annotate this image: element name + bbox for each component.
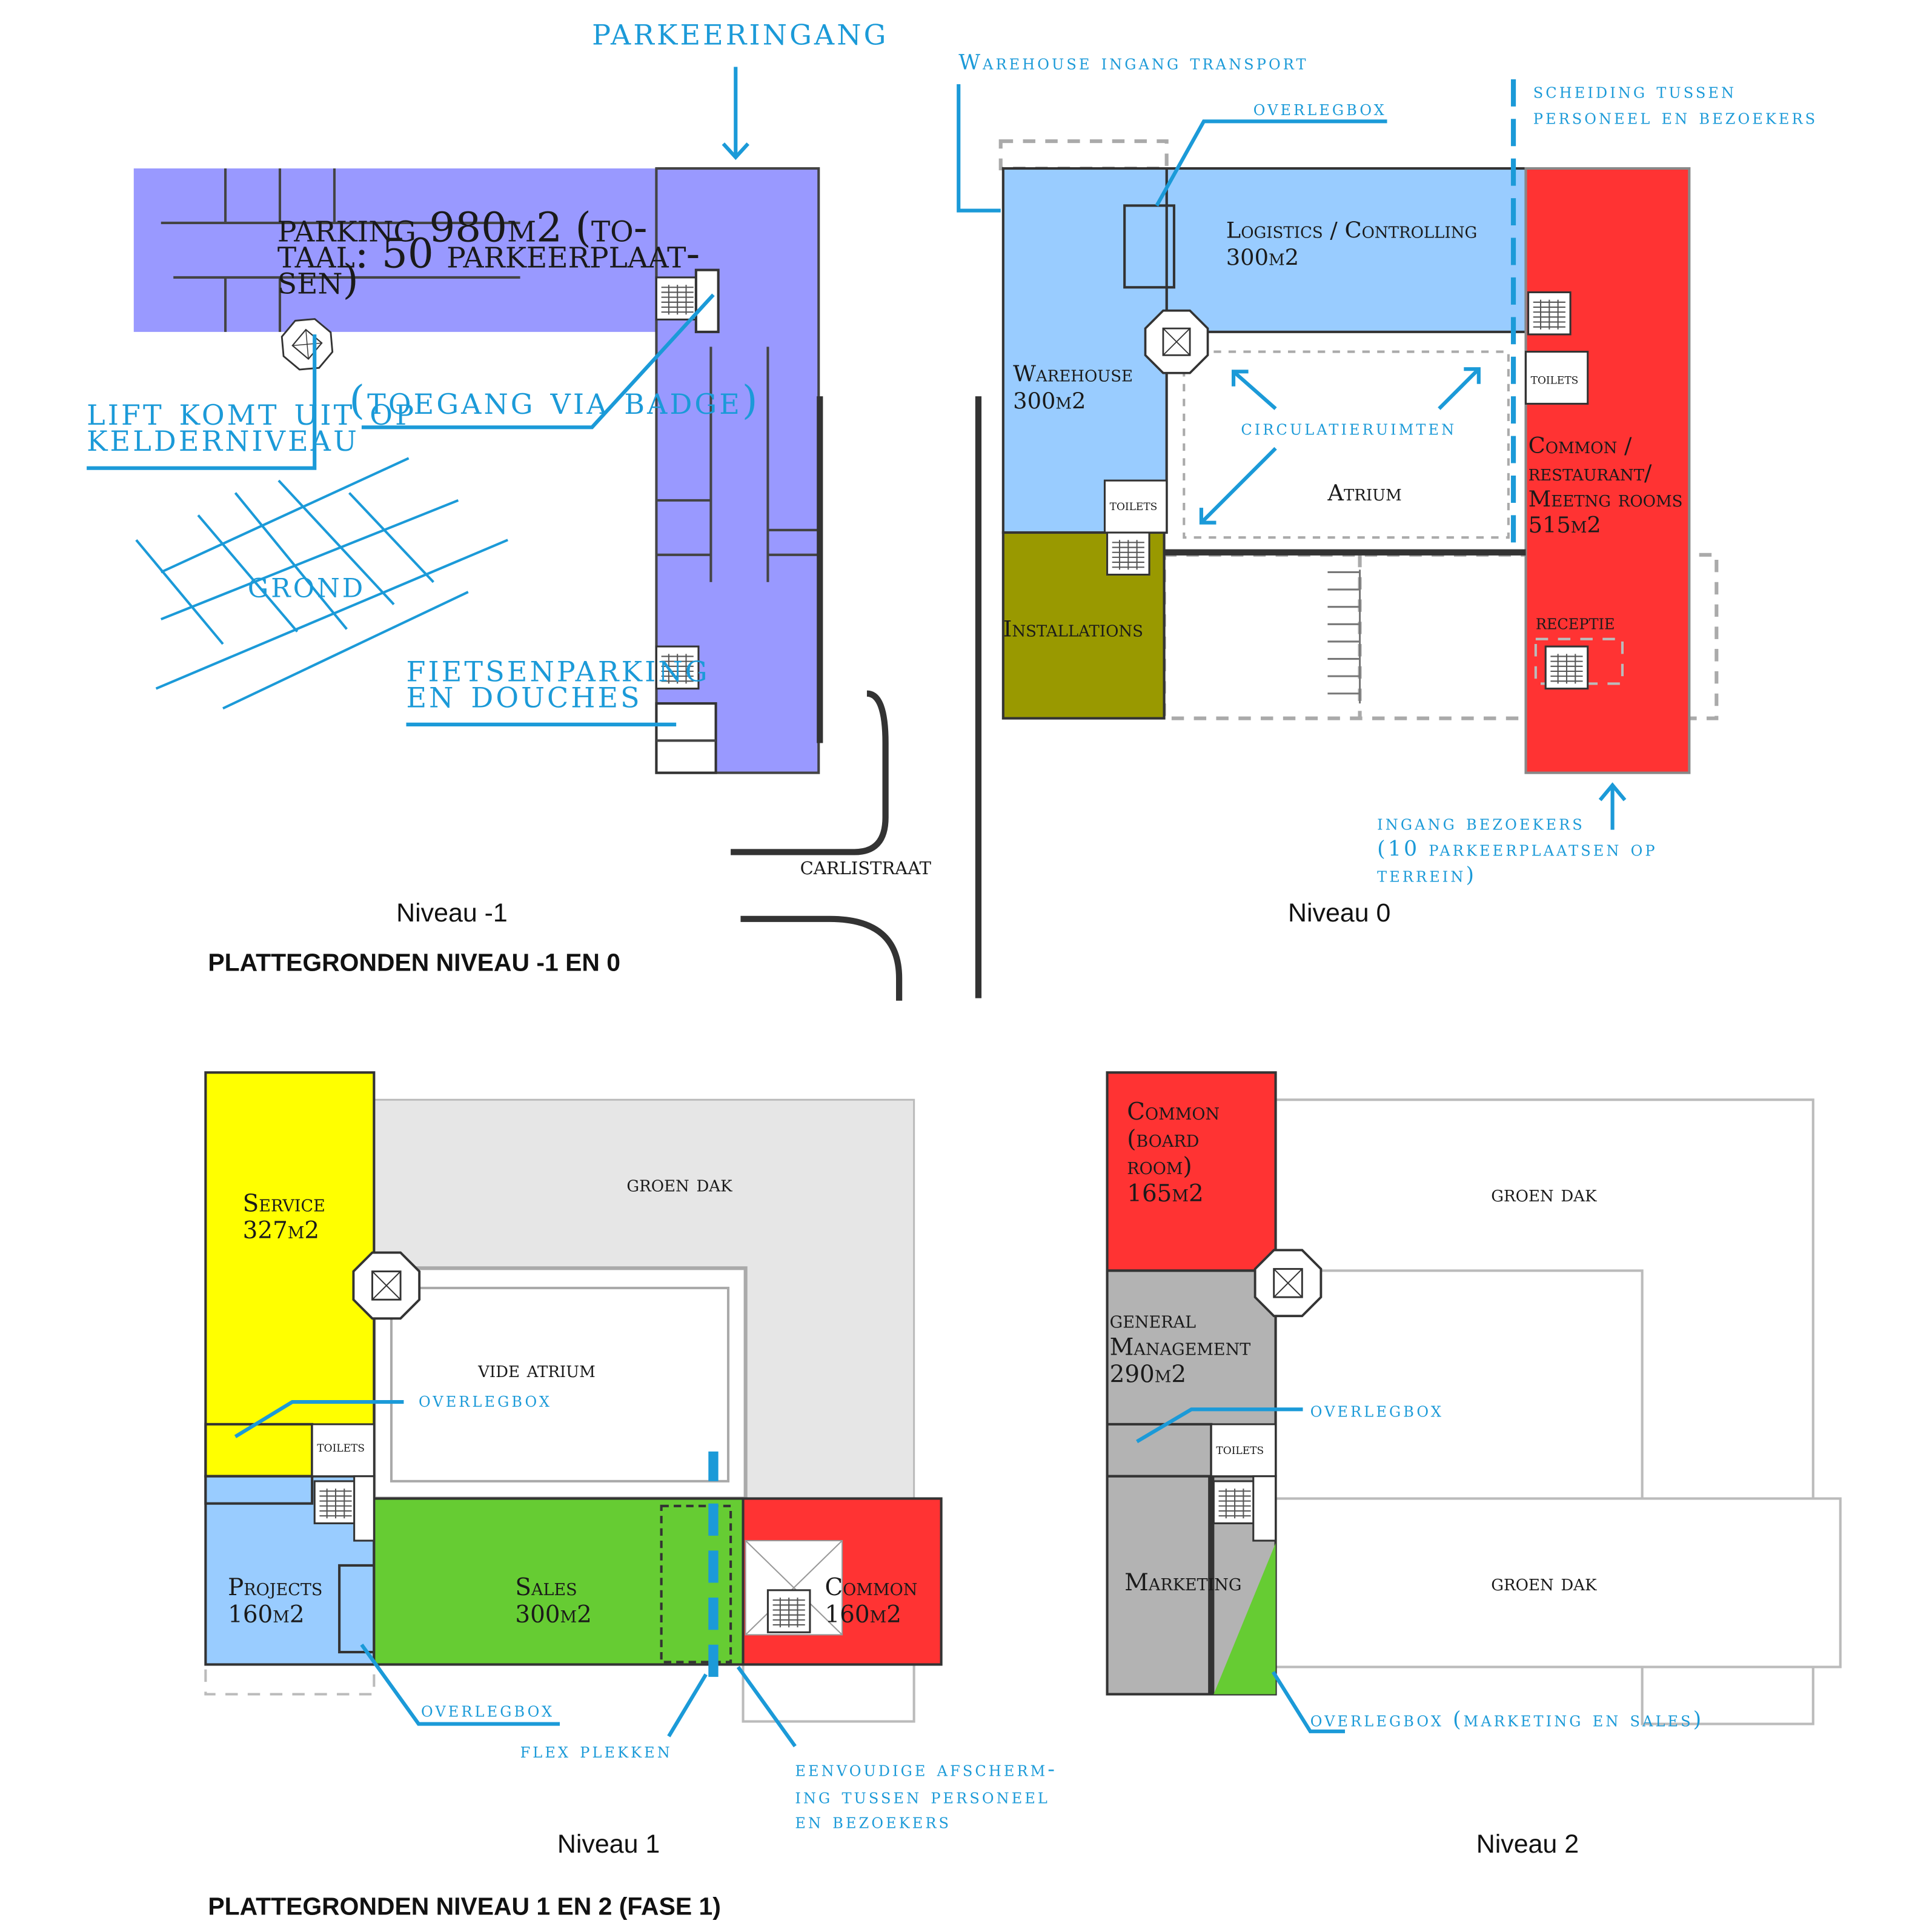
level-1-caption: Niveau 1 bbox=[557, 1830, 660, 1859]
level-0-caption: Niveau 0 bbox=[1288, 898, 1390, 928]
management-label-line1: general bbox=[1110, 1306, 1196, 1333]
bikes-annotation-line2: en douches bbox=[407, 671, 642, 717]
green-roof-bottom-label: groen dak bbox=[1491, 1570, 1597, 1596]
overlegbox-management bbox=[1106, 1422, 1213, 1478]
logistics-label-line2: 300m2 bbox=[1226, 244, 1299, 270]
receptie-label: receptie bbox=[1536, 610, 1615, 634]
flex-annotation: flex plekken bbox=[520, 1739, 672, 1763]
parking-label-line1: parking 980m2 (to- bbox=[277, 204, 648, 251]
common-label-line3: Meetng rooms bbox=[1529, 486, 1683, 512]
flex-area bbox=[660, 1504, 732, 1664]
green-roof-label-niveau1: groen dak bbox=[626, 1171, 732, 1197]
separation-annotation-line1: scheiding tussen bbox=[1533, 79, 1736, 103]
warehouse-label-line2: 300m2 bbox=[1013, 388, 1086, 414]
warehouse-room bbox=[1001, 167, 1168, 534]
logistics-label-line1: Logistics / Controlling bbox=[1226, 217, 1477, 243]
overlegbox-annotation-niveau1-bottom: overlegbox bbox=[421, 1698, 554, 1722]
common-label-line2: restaurant/ bbox=[1529, 460, 1652, 486]
parking-entrance-annotation: parkeeringang bbox=[592, 8, 888, 55]
visitors-annotation-line1: ingang bezoekers bbox=[1377, 811, 1585, 835]
screen-annotation-line2: ing tussen personeel bbox=[795, 1784, 1050, 1808]
ground-hatch bbox=[135, 457, 508, 710]
parking-label-line3: sen) bbox=[277, 255, 359, 303]
level-0-plan: toilets toilets Logistics / Controlling … bbox=[957, 50, 1817, 928]
level-1-plan: toilets groen dak vide atrium Service 32… bbox=[204, 1071, 1057, 1859]
visitors-annotation-line3: terrein) bbox=[1377, 863, 1476, 887]
overlegbox-annotation-niveau0: overlegbox bbox=[1253, 96, 1387, 121]
parking-label-line2: taal: 50 parkeerplaat- bbox=[277, 230, 700, 277]
level-minus1-caption: Niveau -1 bbox=[396, 898, 508, 928]
sales-label-line2: 300m2 bbox=[515, 1601, 591, 1628]
screen-annotation-line3: en bezoekers bbox=[795, 1809, 951, 1833]
projects-label-line2: 160m2 bbox=[228, 1601, 304, 1628]
level-minus1-plan: grond parking 980m2 (to- taal: 50 parkee… bbox=[87, 8, 982, 1001]
screen-annotation-line1: eenvoudige afscherm- bbox=[795, 1757, 1057, 1781]
toilets-box-niveau0-left bbox=[1103, 479, 1168, 534]
overlegbox-marketing-sales bbox=[1213, 1543, 1276, 1695]
service-label-line1: Service bbox=[243, 1190, 325, 1217]
atrium-area bbox=[1183, 350, 1510, 539]
common-label-niveau1-line2: 160m2 bbox=[825, 1601, 901, 1628]
lift-annotation-line2: kelderniveau bbox=[87, 414, 359, 460]
sales-room bbox=[373, 1497, 745, 1666]
vide-atrium-label: vide atrium bbox=[477, 1356, 596, 1383]
toilets-label-niveau1: toilets bbox=[317, 1438, 365, 1455]
separation-annotation-line2: personeel en bezoekers bbox=[1533, 105, 1817, 129]
header-bottom: PLATTEGRONDEN NIVEAU 1 EN 2 (FASE 1) bbox=[208, 1892, 720, 1920]
toilets-box-niveau1 bbox=[311, 1423, 375, 1478]
overlegbox-marketing-sales-annotation: overlegbox (marketing en sales) bbox=[1310, 1708, 1704, 1732]
visitors-annotation-line2: (10 parkeerplaatsen op bbox=[1377, 837, 1657, 861]
lift-annotation-line1: lift komt uit op bbox=[87, 388, 416, 434]
warehouse-entrance-annotation: Warehouse ingang transport bbox=[958, 50, 1308, 75]
marketing-label: Marketing bbox=[1124, 1569, 1241, 1596]
circulation-annotation: circulatieruimten bbox=[1241, 416, 1456, 440]
green-roof-top-label: groen dak bbox=[1491, 1181, 1597, 1207]
installations-label: Installations bbox=[1003, 616, 1143, 642]
toilets-box-niveau0-right bbox=[1524, 351, 1589, 405]
common-label-niveau1-line1: Common bbox=[825, 1574, 917, 1601]
boardroom bbox=[1106, 1071, 1277, 1272]
boardroom-label-line2: (board bbox=[1127, 1126, 1199, 1153]
overlegbox-niveau0 bbox=[1123, 204, 1175, 289]
warehouse-label-line1: Warehouse bbox=[1013, 361, 1133, 387]
management-label-line3: 290m2 bbox=[1110, 1361, 1186, 1388]
ground-label: grond bbox=[248, 563, 366, 606]
boardroom-label-line3: room) bbox=[1127, 1153, 1192, 1180]
service-label-line2: 327m2 bbox=[243, 1217, 319, 1244]
projects-label-line1: Projects bbox=[228, 1574, 322, 1601]
boardroom-label-line1: Common bbox=[1127, 1098, 1220, 1126]
logistics-room bbox=[1165, 167, 1527, 333]
common-label-line1: Common / bbox=[1529, 433, 1632, 459]
level-2-caption: Niveau 2 bbox=[1476, 1830, 1579, 1859]
street-label: carlistraat bbox=[800, 851, 932, 880]
service-room bbox=[204, 1071, 376, 1478]
level-2-plan: toilets groen dak groen dak Common (boar… bbox=[1106, 1071, 1842, 1859]
toilets-label-niveau2: toilets bbox=[1216, 1440, 1264, 1458]
sales-label-line1: Sales bbox=[515, 1574, 577, 1601]
badge-annotation: (toegang via badge) bbox=[349, 377, 760, 423]
common-label-line4: 515m2 bbox=[1529, 512, 1601, 538]
atrium-label: Atrium bbox=[1327, 480, 1401, 506]
overlegbox-annotation-niveau1-top: overlegbox bbox=[419, 1388, 552, 1412]
overlegbox-annotation-niveau2: overlegbox bbox=[1310, 1398, 1444, 1422]
management-label-line2: Management bbox=[1110, 1333, 1251, 1361]
toilets-box-niveau2 bbox=[1210, 1423, 1277, 1478]
boardroom-label-line4: 165m2 bbox=[1127, 1180, 1203, 1207]
bikes-annotation-line1: fietsenparking bbox=[407, 645, 710, 691]
toilets-label-niveau0-left: toilets bbox=[1110, 496, 1158, 514]
header-top: PLATTEGRONDEN NIVEAU -1 EN 0 bbox=[208, 949, 620, 977]
toilets-label-niveau0-right: toilets bbox=[1531, 370, 1579, 388]
green-roof-bottom-niveau2 bbox=[1274, 1497, 1842, 1668]
